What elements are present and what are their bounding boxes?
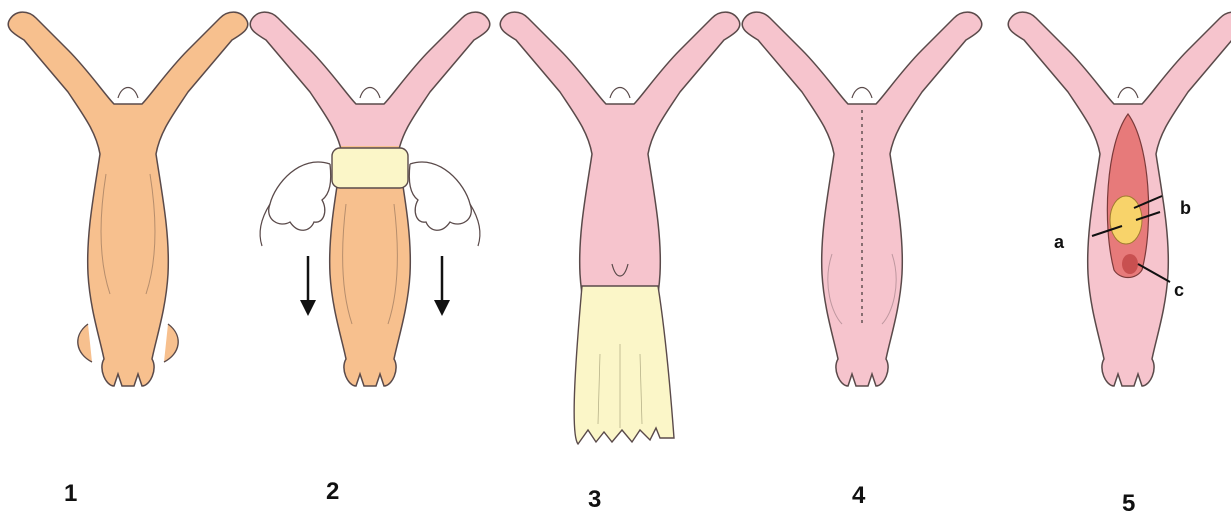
callout-a: a (1054, 232, 1064, 253)
arrow-down-right-icon (434, 256, 450, 316)
callout-b: b (1180, 198, 1191, 219)
step-number-2: 2 (326, 478, 339, 506)
figure-3-skin-inverted (500, 12, 740, 444)
left-hand (269, 162, 331, 230)
rolled-skin (332, 148, 408, 188)
step-number-5: 5 (1122, 490, 1135, 518)
organ-c (1122, 254, 1138, 274)
arrow-down-left-icon (300, 256, 316, 316)
step-number-3: 3 (588, 486, 601, 514)
step-number-4: 4 (852, 482, 865, 510)
inverted-skin (574, 286, 674, 444)
callout-c: c (1174, 280, 1184, 301)
carcass-body (742, 12, 982, 386)
figure-2-skin-pulled (250, 12, 490, 386)
figure-1-intact-carcass (8, 12, 248, 386)
figure-5-opened-carcass (1008, 12, 1231, 386)
figure-4-skinned-carcass (742, 12, 982, 386)
step-number-1: 1 (64, 480, 77, 508)
carcass-body (8, 12, 248, 386)
right-hand (409, 162, 471, 230)
